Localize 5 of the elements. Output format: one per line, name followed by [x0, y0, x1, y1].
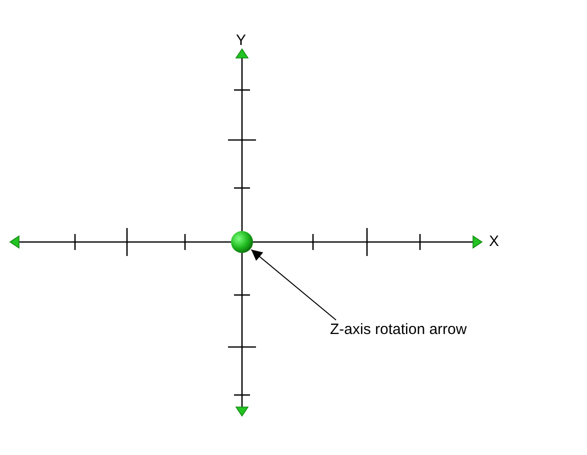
axis-label: Y: [236, 33, 246, 48]
sphere-marker: [231, 231, 253, 253]
callout-text: Z-axis rotation arrow: [330, 322, 467, 337]
axis-label: X: [489, 234, 500, 249]
leader-line: [250, 249, 336, 320]
